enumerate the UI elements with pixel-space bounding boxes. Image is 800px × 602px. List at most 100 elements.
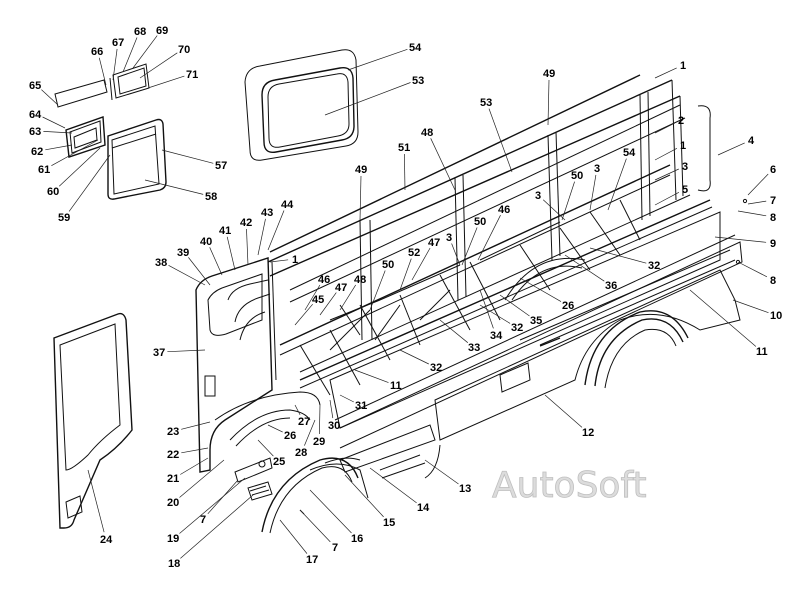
callout-label: 1 (680, 140, 686, 152)
leader-line (279, 519, 308, 554)
callout-label: 59 (58, 212, 70, 224)
leader-line (267, 210, 285, 251)
leader-line (257, 439, 274, 457)
callout-label: 26 (562, 300, 574, 312)
leader-line (181, 421, 211, 430)
leader-line (544, 394, 583, 428)
leader-line (654, 67, 677, 79)
callout-label: 23 (167, 426, 179, 438)
callout-label: 64 (29, 109, 42, 121)
callout-label: 39 (177, 247, 189, 259)
callout-label: 49 (355, 164, 367, 176)
callout-label: 44 (281, 199, 294, 211)
callout-label: 19 (167, 533, 179, 545)
callout-label: 3 (535, 190, 541, 202)
callout-label: 32 (511, 322, 523, 334)
leader-line (112, 48, 118, 81)
leader-line (339, 394, 354, 403)
leader-line (43, 131, 73, 134)
leader-line (369, 467, 417, 504)
callout-label: 32 (648, 260, 660, 272)
callout-label: 47 (428, 237, 440, 249)
callout-label: 13 (459, 483, 471, 495)
callout-label: 26 (284, 430, 296, 442)
callout-label: 14 (417, 502, 430, 514)
callout-label: 22 (167, 449, 179, 461)
callout-label: 46 (498, 204, 510, 216)
leader-line (147, 75, 185, 89)
leader-line (747, 173, 769, 196)
step-and-small-parts (234, 198, 748, 515)
callout-label: 7 (332, 542, 338, 554)
callout-label: 12 (582, 427, 594, 439)
callout-label: 61 (38, 164, 50, 176)
callout-label: 38 (155, 257, 167, 269)
callout-label: 25 (273, 456, 285, 468)
leader-line (139, 52, 178, 79)
leader-line (167, 349, 206, 353)
callout-label: 57 (215, 160, 227, 172)
leader-line (369, 270, 386, 311)
callout-label: 42 (240, 217, 252, 229)
leader-line (589, 174, 597, 211)
leader-line (42, 116, 66, 129)
callout-label: 2 (678, 115, 684, 127)
leader-line (226, 236, 236, 271)
callout-label: 45 (312, 294, 324, 306)
leader-line (488, 108, 513, 173)
leader-line (354, 369, 389, 383)
front-panel (195, 257, 321, 473)
leader-line (319, 404, 321, 435)
callout-label: 60 (47, 186, 59, 198)
callout-label: 20 (167, 497, 179, 509)
part-callouts: 1112333345677788910111112131415161718192… (29, 25, 782, 570)
callout-label: 40 (200, 236, 212, 248)
leader-line (324, 82, 411, 116)
leader-line (246, 228, 249, 266)
small-window-panel-upper (54, 63, 150, 108)
roof-frame (267, 74, 713, 389)
leader-line (654, 191, 680, 206)
callout-label: 53 (412, 75, 424, 87)
callout-label: 21 (167, 473, 179, 485)
callout-label: 3 (594, 163, 600, 175)
side-skin-panels (329, 211, 743, 479)
callout-label: 50 (382, 259, 394, 271)
leader-line (547, 79, 550, 126)
leader-line (309, 489, 352, 534)
callout-label: 41 (219, 225, 231, 237)
callout-label: 36 (605, 280, 617, 292)
leader-line (717, 142, 745, 156)
leader-line (654, 168, 679, 181)
leader-line (404, 153, 406, 191)
leader-line (589, 247, 647, 264)
lower-framework (299, 199, 641, 396)
callout-label: 27 (298, 416, 310, 428)
callout-label: 69 (156, 25, 168, 37)
callout-label: 10 (770, 310, 782, 322)
callout-label: 65 (29, 80, 41, 92)
leader-line (294, 303, 313, 326)
callout-label: 43 (261, 207, 273, 219)
leader-line (714, 236, 767, 243)
callout-label: 71 (186, 69, 198, 81)
callout-label: 50 (474, 216, 486, 228)
callout-label: 63 (29, 126, 41, 138)
leader-line (304, 284, 321, 311)
callout-label: 34 (490, 330, 503, 342)
leader-line (689, 289, 757, 347)
callout-label: 50 (571, 170, 583, 182)
leader-line (267, 424, 283, 433)
callout-label: 33 (468, 342, 480, 354)
callout-label: 30 (328, 420, 340, 432)
callout-label: 5 (682, 184, 688, 196)
leader-line (411, 247, 431, 281)
leader-line (654, 147, 678, 161)
callout-label: 9 (770, 238, 776, 250)
callout-label: 17 (306, 554, 318, 566)
leader-line (179, 459, 225, 498)
leader-line (430, 138, 456, 191)
callout-label: 62 (31, 146, 43, 158)
leader-line (209, 247, 223, 276)
leader-line (399, 349, 429, 365)
